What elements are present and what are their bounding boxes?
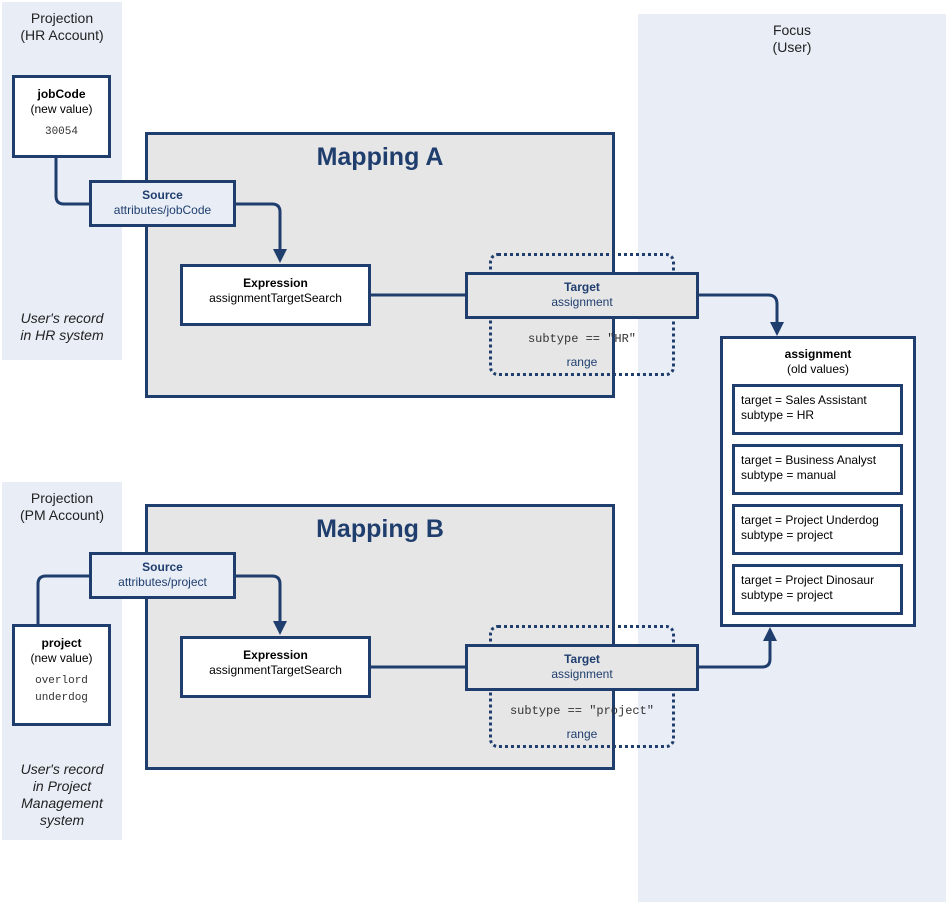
mapping-b-source-label: Source [142,560,183,574]
mapping-a-range-label: range [566,355,598,369]
mapping-b-target-label: Target [564,652,600,666]
focus-lane-title: Focus(User) [772,22,812,55]
arrowhead-assignment-b [763,627,777,641]
mapping-a-source-path: attributes/jobCode [113,203,212,217]
jobcode-box: jobCode (new value) 30054 [12,75,111,158]
assignment-title: assignment [784,347,852,361]
project-subtitle: (new value) [30,651,93,665]
jobcode-title: jobCode [37,87,86,101]
assignment-value-1: target = Business Analyst subtype = manu… [732,444,903,495]
jobcode-value: 30054 [44,126,78,138]
assignment-value-0: target = Sales Assistant subtype = HR [732,384,903,435]
target-a-to-assignment-arrow [698,293,779,324]
mapping-b-target-box: Target assignment [465,644,699,691]
jobcode-to-source-a-line [54,158,90,206]
mapping-b-source-path: attributes/project [118,575,207,589]
jobcode-subtitle: (new value) [30,102,93,116]
project-value-1: overlord [35,675,88,687]
mapping-a-expression-value: assignmentTargetSearch [209,291,342,305]
project-box: project (new value) overlord underdog [12,624,111,726]
mapping-a-source-box: Source attributes/jobCode [89,180,236,227]
mapping-a-expression-box: Expression assignmentTargetSearch [180,264,371,326]
source-a-to-expression-a-arrow [235,202,282,250]
mapping-b-source-box: Source attributes/project [89,552,236,599]
mapping-a-range-condition: subtype == "HR" [527,332,637,346]
assignment-value-2: target = Project Underdog subtype = proj… [732,504,903,555]
hr-lane-title: Projection(HR Account) [20,10,104,43]
mapping-a-target-label: Target [564,280,600,294]
mapping-a-source-label: Source [142,188,183,202]
mapping-b-expression-label: Expression [243,648,308,662]
project-title: project [41,636,82,650]
project-value-2: underdog [35,692,88,704]
mapping-a-expression-label: Expression [243,276,308,290]
mapping-b-target-value: assignment [551,667,613,681]
target-b-to-assignment-arrow [698,640,772,669]
mapping-a-target-value: assignment [551,295,613,309]
mapping-b-expression-box: Expression assignmentTargetSearch [180,636,371,698]
mapping-b-range-condition: subtype == "project" [509,704,655,718]
mapping-a-title: Mapping A [316,143,444,171]
arrowhead-expression-b [273,621,287,635]
project-to-source-b-line [36,574,90,625]
mapping-b-title: Mapping B [316,515,444,543]
mapping-b-expression-value: assignmentTargetSearch [209,663,342,677]
mapping-a-target-box: Target assignment [465,272,699,319]
arrowhead-assignment-a [770,322,784,336]
assignment-subtitle: (old values) [786,362,850,376]
assignment-value-3: target = Project Dinosaur subtype = proj… [732,564,903,615]
mapping-b-range-label: range [566,727,598,741]
source-b-to-expression-b-arrow [235,574,282,622]
pm-lane-title: Projection(PM Account) [19,490,105,523]
arrowhead-expression-a [273,249,287,263]
